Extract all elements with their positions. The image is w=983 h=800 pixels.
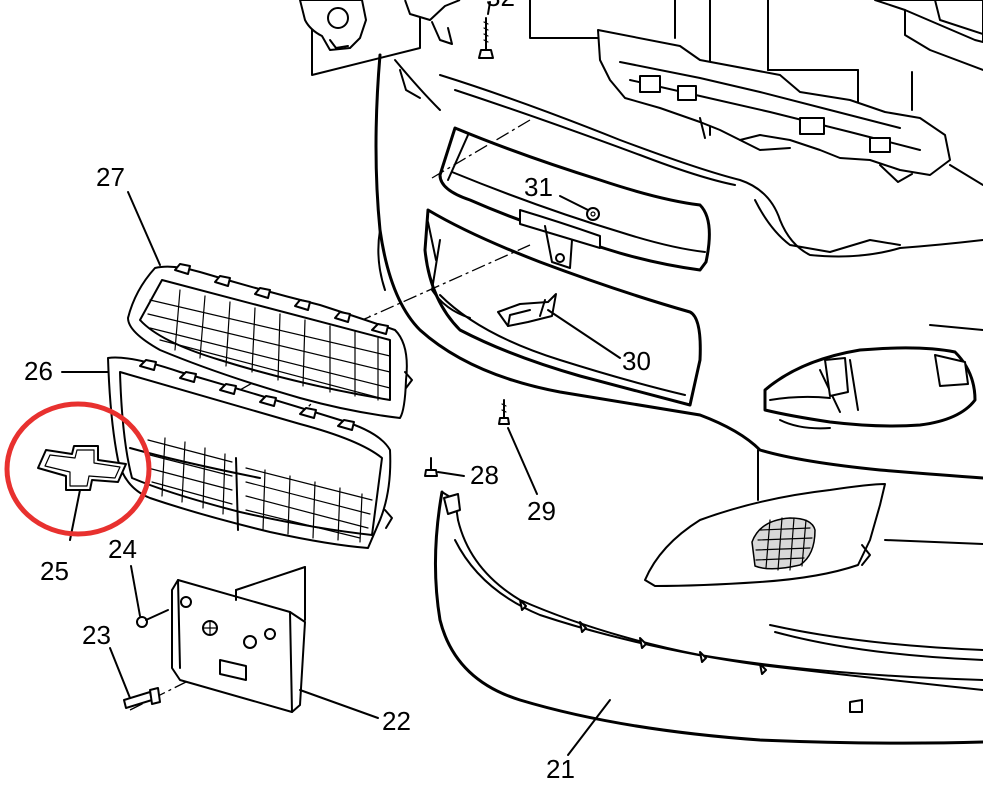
upper-grille-27 [127,263,413,419]
screw-29 [498,399,510,425]
bowtie-emblem-25 [37,445,127,491]
callout-21: 21 [546,754,575,784]
lower-fascia-21 [433,490,983,745]
upper-bracket-left [299,0,461,76]
callout-23: 23 [82,620,111,650]
front-fascia [374,53,983,480]
callout-32: 32 [486,0,515,12]
lower-grille-mesh [145,437,373,543]
highlight-circle-emblem [4,401,152,537]
bolt-24 [136,609,169,628]
callout-31: 31 [524,172,553,202]
callout-25: 25 [40,556,69,586]
bolt-32 [478,17,494,59]
license-bracket-22 [171,566,306,713]
callout-26: 26 [24,356,53,386]
callout-27: 27 [96,162,125,192]
screw-28 [424,457,438,477]
bolt-23 [123,687,161,709]
callout-24: 24 [108,534,137,564]
callout-labels: 27 26 25 24 23 22 21 28 29 30 31 32 [24,0,651,784]
lower-grille-26 [107,356,393,549]
callout-28: 28 [470,460,499,490]
nut-31 [586,207,600,221]
leader-lines [61,1,759,756]
upper-support-assembly [529,0,983,186]
clip-30 [497,293,557,327]
callout-30: 30 [622,346,651,376]
callout-22: 22 [382,706,411,736]
fog-lamp-bezel [644,483,983,587]
callout-29: 29 [527,496,556,526]
upper-grille-mesh [147,289,391,401]
